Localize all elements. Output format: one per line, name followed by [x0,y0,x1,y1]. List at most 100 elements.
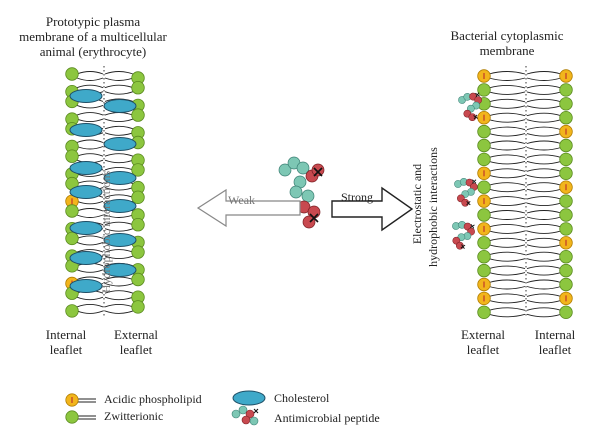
lipid-tail [76,200,104,205]
hydrophobic-residue [301,189,315,203]
legend-cholesterol-label: Cholesterol [274,391,330,405]
cholesterol [69,123,103,137]
erythrocyte-membrane [65,67,145,318]
legend-acidic-label: Acidic phospholipid [104,392,202,406]
lipid-tail [104,153,134,157]
lipid-tail [488,168,526,172]
zwitterionic-head [559,152,573,167]
lipid-tail [526,133,562,137]
hydrophobic-residue [231,409,241,419]
zwitterionic-head [477,124,491,139]
lipid-tail [104,255,134,260]
weak-arrow [196,188,301,228]
hydrophobic-residue [238,405,248,415]
lipid-tail [488,223,526,228]
lipid-tail [526,182,562,186]
legend-peptide-icon [231,405,259,426]
lipid-tail [526,71,562,75]
cholesterol [69,221,103,235]
zwitterionic-head [131,108,145,122]
zwitterionic-head [477,305,491,320]
lipid-tail [526,258,562,262]
lipid-tail [526,77,562,81]
left-external-leaflet-label: External leaflet [108,327,164,357]
lipid-tail [488,244,526,248]
legend-zwitterionic-icon [65,410,96,424]
electrostatic-label-line2: hydrophobic interactions [426,147,440,267]
lipid-tail [76,84,104,89]
legend-zwitterionic-label: Zwitterionic [104,409,164,423]
lipid-tail [488,313,526,318]
right-title-line: membrane [479,43,535,58]
lipid-tail [526,230,562,234]
lipid-tail [488,265,526,270]
lipid-tail [104,310,134,314]
lipid-tail [526,265,562,270]
zwitterionic-head [131,272,145,287]
lipid-tail [104,214,134,218]
zwitterionic-head [559,194,573,208]
left-title-line: membrane of a multicellular [19,29,167,44]
lipid-tail [526,279,562,283]
lipid-tail [488,126,526,131]
lipid-tail [526,223,562,228]
left-title-line: Prototypic plasma [45,14,141,29]
lipid-tail [488,77,526,81]
hydrophobic-residue [278,163,292,177]
positive-charge-mark [473,114,478,120]
cholesterol [103,137,137,151]
lipid-tail [488,154,526,158]
lipid-tail [526,84,562,89]
strong-label: Strong [341,190,374,204]
antimicrobial-peptide-free [278,156,325,229]
zwitterionic-head [477,263,491,278]
cholesterol [69,161,103,175]
zwitterionic-head [477,250,491,264]
lipid-tail [76,241,104,246]
legend-acidic-icon [65,393,96,407]
lipid-tail [76,153,104,157]
zwitterionic-head [65,149,79,163]
positive-charge-mark [472,179,477,184]
lipid-tail [104,228,134,232]
right-external-leaflet-line: leaflet [466,342,500,357]
lipid-tail [526,299,562,304]
left-membrane-title: Prototypic plasma membrane of a multicel… [8,14,178,59]
lipid-tail [104,118,134,123]
bacterial-membrane [477,69,573,320]
zwitterionic-head [559,166,573,181]
right-external-leaflet-line: External [460,327,506,342]
lipid-tail [76,269,104,273]
lipid-tail [104,84,134,89]
zwitterionic-head [559,138,573,153]
right-internal-leaflet-label: Internal leaflet [527,327,583,357]
lipid-tail [104,125,134,130]
weak-label: Weak [228,193,256,207]
lipid-tail [488,140,526,144]
right-external-leaflet-label: External leaflet [455,327,511,357]
lipid-tail [488,210,526,214]
lipid-tail [76,208,104,212]
zwitterionic-head [131,190,145,205]
lipid-tail [488,119,526,123]
positive-charge-mark [460,244,466,249]
cholesterol [69,185,103,199]
lipid-tail [526,307,562,311]
lipid-tail [488,293,526,297]
lipid-tail [104,276,134,280]
left-internal-leaflet-line: leaflet [49,342,83,357]
lipid-tail [526,202,562,207]
lipid-tail [76,139,104,143]
lipid-tail [76,112,104,116]
cationic-residue [311,163,325,177]
left-external-leaflet-line: External [113,327,159,342]
lipid-tail [526,293,562,297]
zwitterionic-head [477,83,491,97]
cholesterol [69,251,103,265]
lipid-tail [104,296,134,301]
bound-peptides [452,92,482,250]
lipid-tail [76,310,104,314]
lipid-tail [526,244,562,248]
